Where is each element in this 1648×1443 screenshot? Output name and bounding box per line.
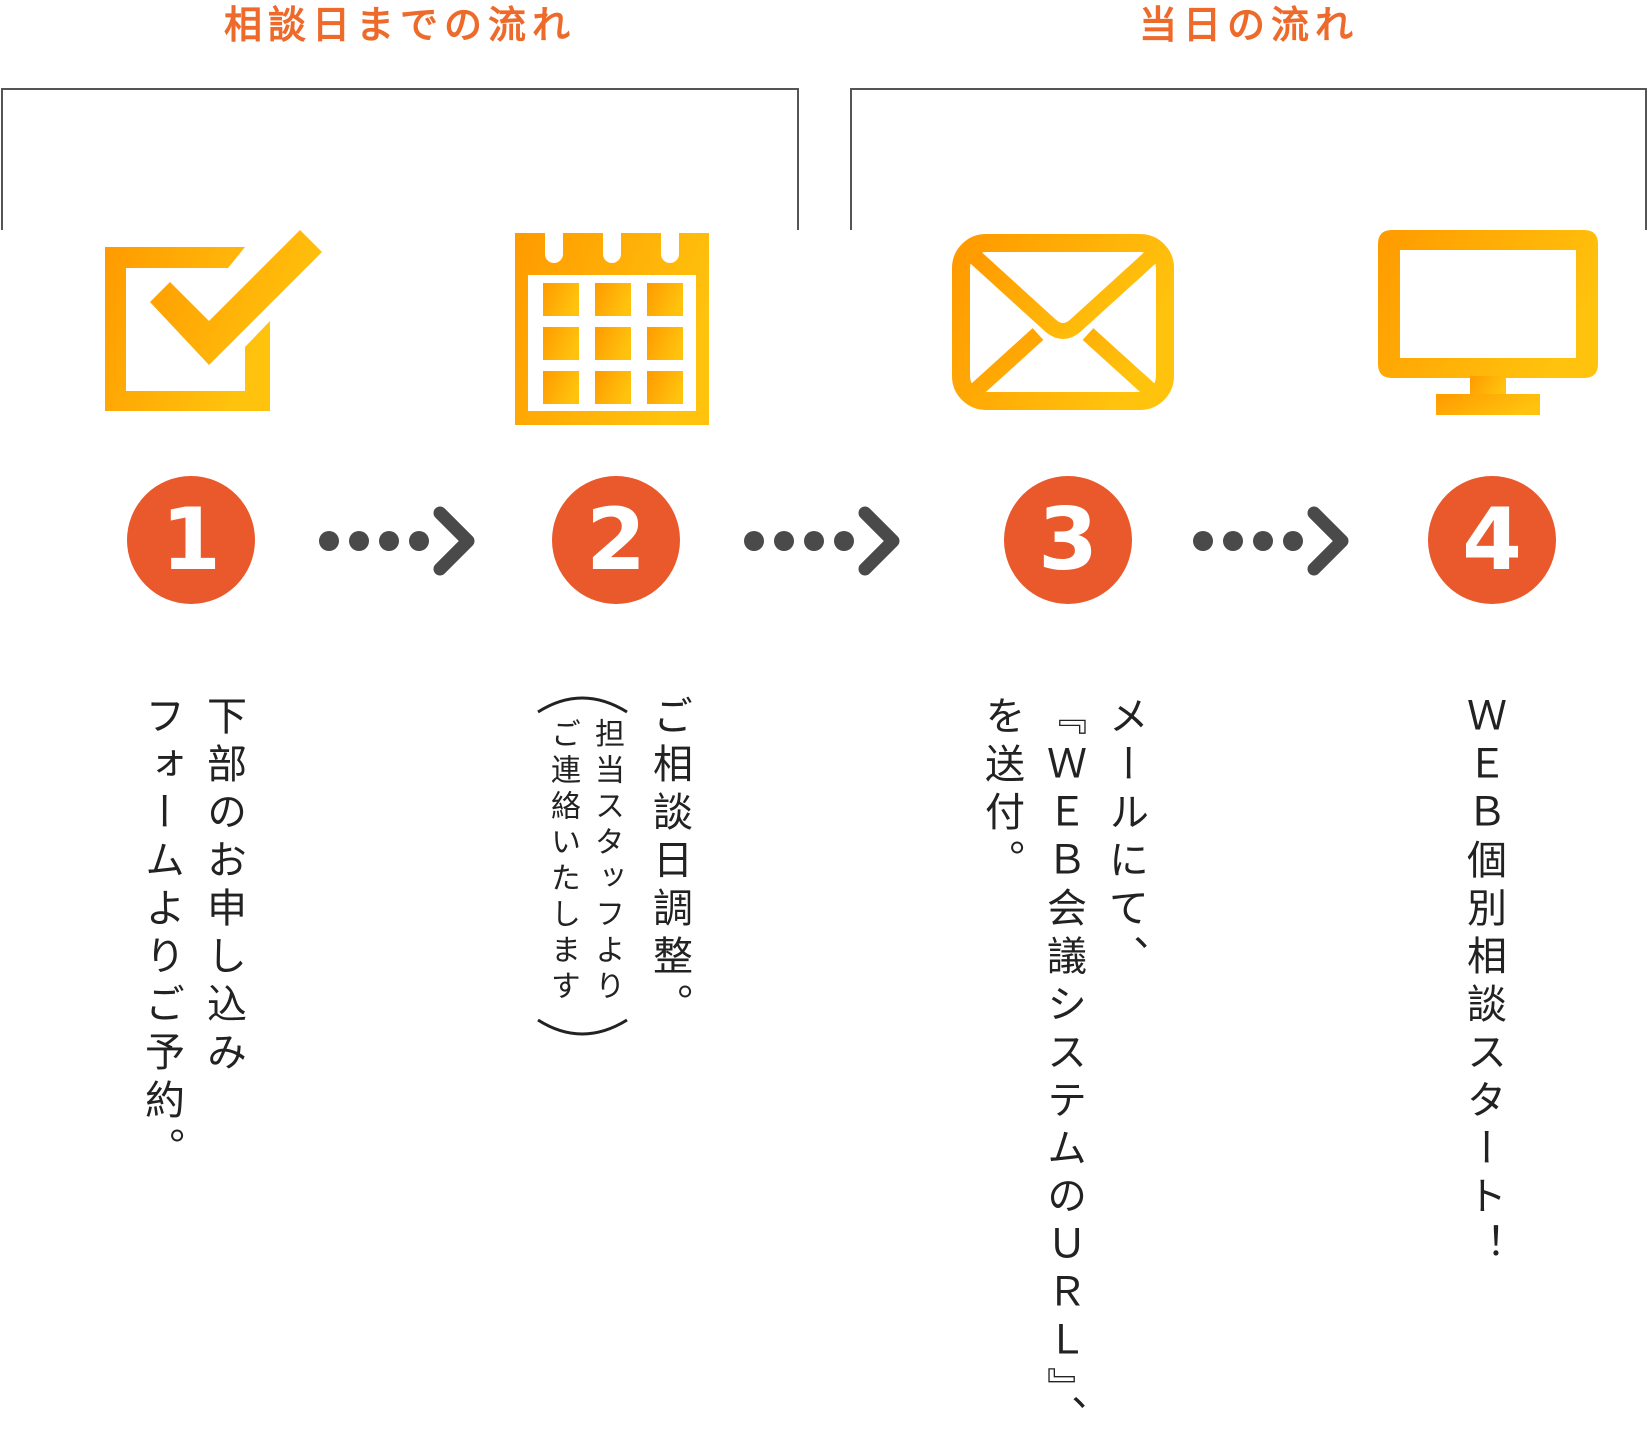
checkbox-icon <box>105 230 322 411</box>
calendar-icon <box>515 215 709 425</box>
step-4-text: ＷＥＢ個別相談スタート！ <box>1460 695 1506 1271</box>
dotted-arrow-icon <box>744 506 900 576</box>
section-title-day: 当日の流れ <box>1138 3 1359 47</box>
note-paren-top <box>537 696 628 714</box>
monitor-icon <box>1378 230 1598 415</box>
mail-icon <box>952 234 1174 410</box>
step-2-note: 担当スタッフより ご連絡いたします <box>545 718 624 1006</box>
step-number-3: 3 <box>1004 476 1132 604</box>
dotted-arrow-icon <box>319 506 475 576</box>
bracket-before <box>1 88 799 230</box>
step-number-2: 2 <box>552 476 680 604</box>
step-3-text: メールにて、 『ＷＥＢ会議システムのＵＲＬ』、 を送付。 <box>978 695 1148 1443</box>
note-paren-bottom <box>537 1018 628 1036</box>
bracket-day <box>850 88 1647 230</box>
section-title-before: 相談日までの流れ <box>223 3 576 47</box>
step-1-text: 下部のお申し込み フォームよりご予約。 <box>138 695 246 1175</box>
step-number-1: 1 <box>127 476 255 604</box>
dotted-arrow-icon <box>1193 506 1349 576</box>
step-number-4: 4 <box>1428 476 1556 604</box>
step-2-text: ご相談日調整。 <box>646 695 692 1031</box>
